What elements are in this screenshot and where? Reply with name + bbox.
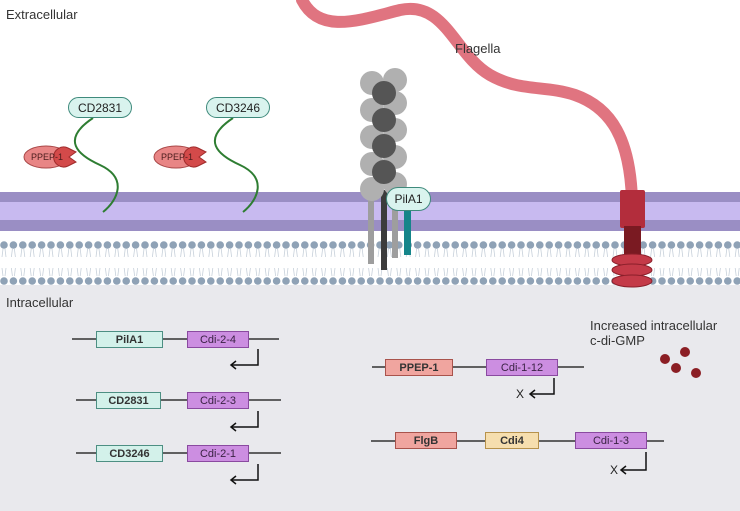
ppep-1-enzyme-2 [153,145,207,169]
gene-cd2831: CD2831 [96,392,161,409]
gene-cd3246: CD3246 [96,445,163,462]
pila1-protein-label: PilA1 [386,187,431,211]
flagella-label: Flagella [455,41,501,56]
gene-cdi-1-12: Cdi-1-12 [486,359,558,376]
gene-cdi-2-4: Cdi-2-4 [187,331,249,348]
c-di-gmp-molecules [660,347,701,378]
cd3246-tail [213,117,259,213]
ppep-1-enzyme-1-label: PPEP-1 [30,152,63,162]
type-iv-pilus [360,68,411,270]
extracellular-label: Extracellular [6,7,78,22]
cd3246-protein-label: CD3246 [206,97,270,118]
gene-ppep-1: PPEP-1 [385,359,453,376]
flagellum [296,0,653,288]
gene-cdi-2-3: Cdi-2-3 [187,392,249,409]
flgb-operon-x-mark: X [610,463,619,477]
cd2831-tail [73,117,119,213]
lipid-bilayer [0,241,740,285]
c-di-gmp-line-2: c-di-GMP [590,333,645,348]
gene-cdi4: Cdi4 [485,432,539,449]
c-di-gmp-line-1: Increased intracellular [590,318,718,333]
c-di-gmp-callout: Increased intracellular c-di-GMP [590,318,717,348]
cd2831-protein-label: CD2831 [68,97,132,118]
ppep1-operon-x-mark: X [516,387,525,401]
gene-flgb: FlgB [395,432,457,449]
gene-cdi-2-1: Cdi-2-1 [187,445,249,462]
ppep-1-enzyme-2-label: PPEP-1 [160,152,193,162]
intracellular-label: Intracellular [6,295,74,310]
gene-pila1: PilA1 [96,331,163,348]
gene-cdi-1-3: Cdi-1-3 [575,432,647,449]
ppep-1-enzyme-1 [23,145,77,169]
